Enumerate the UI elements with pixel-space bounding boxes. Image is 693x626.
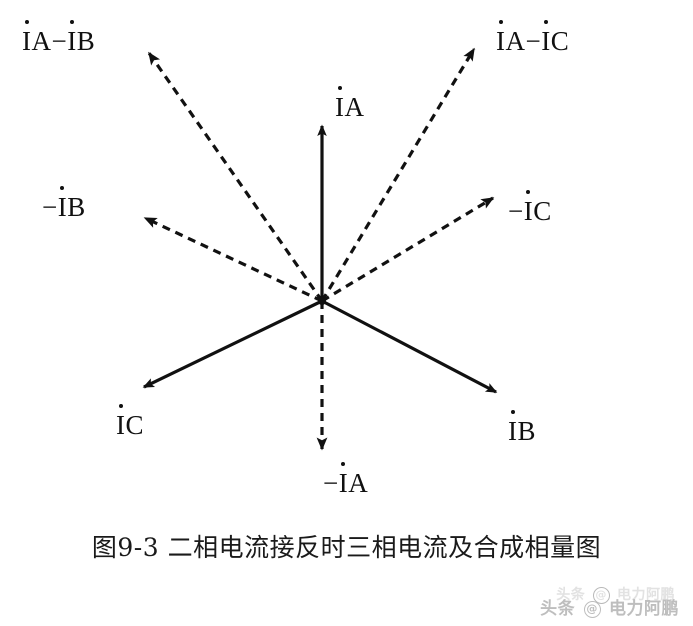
- phasor-label-neg-ia-sub: A: [348, 468, 369, 498]
- phasor-label-ia-minus-ib-sub1: A: [31, 26, 52, 56]
- phasor-label-ia-minus-ib: IA−IB: [22, 19, 96, 56]
- phasor-label-neg-ib-minus: −: [42, 192, 58, 222]
- phasor-label-ia-minus-ib-op: −: [51, 26, 68, 56]
- phasor-label-ib-sub: B: [517, 416, 537, 446]
- phasor-label-neg-ia: −IA: [323, 461, 369, 498]
- phasor-label-ia-minus-ic-sub2: C: [550, 26, 570, 56]
- phasor-label-neg-ia-i: I: [338, 461, 349, 498]
- phasor-label-neg-ib-i: I: [57, 185, 68, 222]
- phasor-label-ib: IB: [508, 409, 537, 446]
- watermark-handle: 电力阿鹏: [609, 599, 679, 619]
- phasor-line-ia-minus-ib: [147, 51, 324, 302]
- phasor-line-neg-ic: [321, 196, 495, 303]
- phasor-label-ic-sub: C: [125, 410, 145, 440]
- phasor-label-ia-sub: A: [344, 92, 365, 122]
- phasor-label-ia-minus-ib-i1: I: [22, 19, 32, 56]
- phasor-label-ia-i: I: [335, 85, 345, 122]
- phasor-label-neg-ic-i: I: [523, 189, 534, 226]
- watermark-brand: 头条: [540, 599, 576, 619]
- watermark-ghost-handle: 电力阿鹏: [617, 587, 675, 603]
- origin-point: [318, 297, 326, 305]
- phasor-label-neg-ib-sub: B: [67, 192, 86, 222]
- watermark-at-icon: @: [583, 600, 601, 618]
- solid-phasor-group: [142, 124, 498, 394]
- phasor-label-ia-minus-ic-sub1: A: [505, 26, 526, 56]
- phasor-label-ia-minus-ic-op: −: [525, 26, 542, 56]
- watermark-ghost-at-icon: @: [592, 586, 610, 604]
- phasor-label-ia-minus-ic: IA−IC: [496, 19, 570, 56]
- phasor-label-ib-i: I: [508, 409, 518, 446]
- phasor-line-ic: [142, 299, 323, 389]
- watermark-ghost: 头条 @ 电力阿鹏: [556, 584, 675, 604]
- phasor-label-neg-ic-sub: C: [533, 196, 552, 226]
- figure-caption: 图9-3 二相电流接反时三相电流及合成相量图: [91, 533, 602, 562]
- phasor-label-neg-ic-minus: −: [508, 196, 524, 226]
- watermark-ghost-brand: 头条: [556, 587, 586, 603]
- phasor-label-ia-minus-ic-i1: I: [496, 19, 506, 56]
- phasor-line-ib: [321, 299, 498, 394]
- phasor-label-ia: IA: [335, 85, 365, 122]
- phasor-label-neg-ia-minus: −: [323, 468, 339, 498]
- phasor-label-ic-i: I: [116, 403, 126, 440]
- phasor-label-ic: IC: [116, 403, 145, 440]
- dashed-phasor-group: [143, 47, 495, 451]
- phasor-label-ia-minus-ic-i2: I: [541, 19, 551, 56]
- phasor-label-ia-minus-ib-sub2: B: [76, 26, 96, 56]
- phasor-label-neg-ib: −IB: [42, 185, 86, 222]
- phasor-line-ia-minus-ic: [320, 47, 476, 302]
- phasor-label-ia-minus-ib-i2: I: [67, 19, 77, 56]
- watermark: 头条 @ 电力阿鹏: [540, 594, 679, 619]
- phasor-label-neg-ic: −IC: [508, 189, 552, 226]
- phasor-line-neg-ib: [143, 216, 323, 303]
